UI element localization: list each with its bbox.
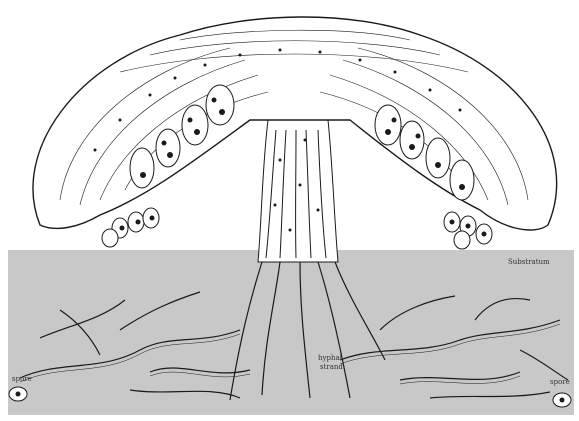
spore-nucleus-left [16, 392, 21, 397]
hyphal-strand-label-line2: strand [320, 363, 343, 371]
stipe [258, 120, 338, 262]
hyphal-strand-label-line1: hyphal [318, 354, 343, 362]
substratum-region [8, 250, 574, 415]
spore-nucleus-right [560, 398, 565, 403]
spore-label-right: spore [550, 378, 570, 386]
spore-label-left: spore [12, 375, 32, 383]
substratum-label: Substratum [508, 258, 550, 266]
